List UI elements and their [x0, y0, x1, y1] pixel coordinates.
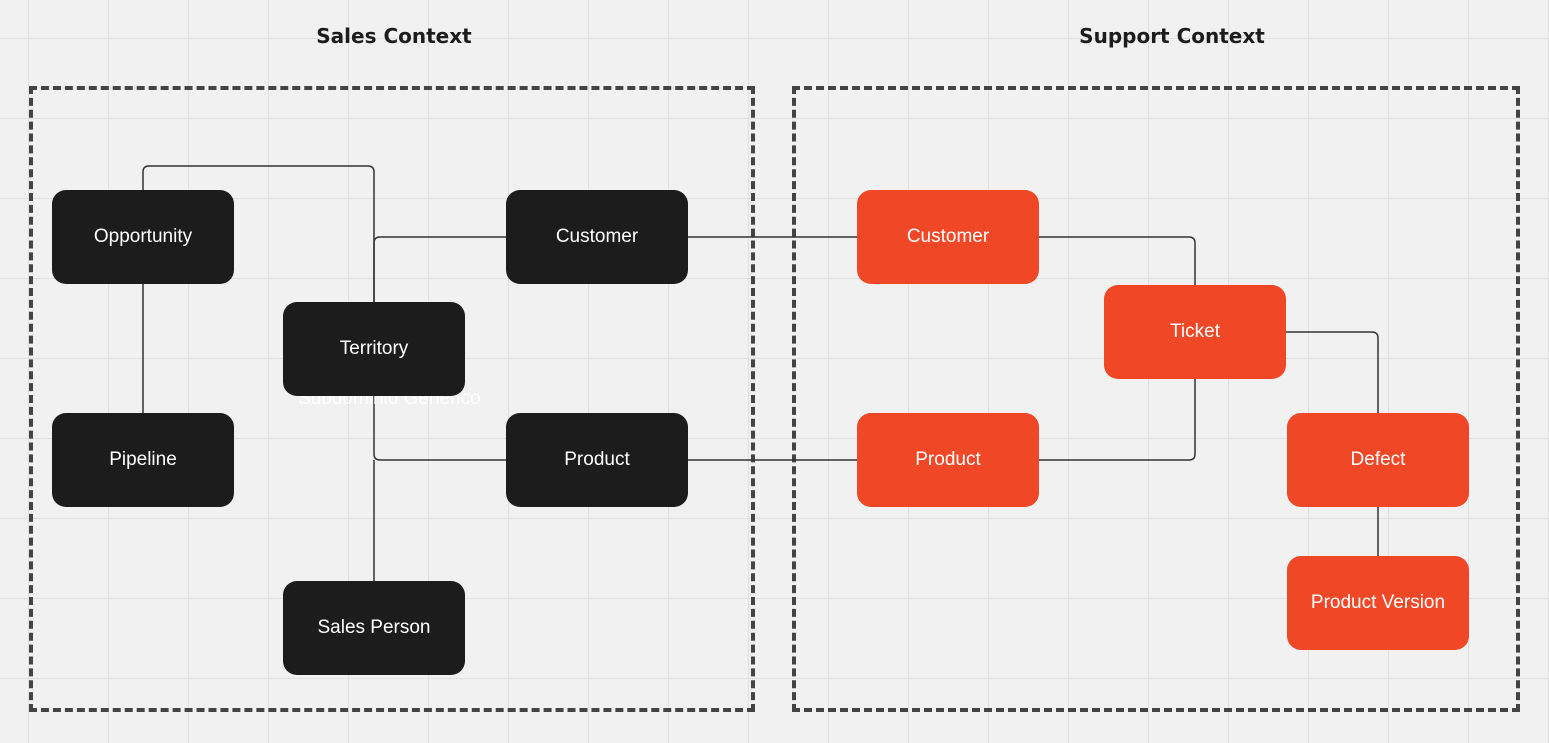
connector-support-product-ticket: [1039, 379, 1196, 461]
node-label: Customer: [906, 226, 990, 247]
node-label: Product: [564, 449, 630, 470]
node-product-version[interactable]: Product Version: [1287, 556, 1469, 650]
node-sales-customer[interactable]: Customer: [506, 190, 688, 284]
node-label: Opportunity: [93, 226, 193, 247]
node-label: Product: [915, 449, 981, 470]
node-label: Territory: [339, 338, 409, 359]
support-context-title: Support Context: [1079, 24, 1265, 48]
node-territory[interactable]: Territory: [283, 302, 465, 396]
node-label: Product Version: [1310, 592, 1446, 613]
node-sales-person[interactable]: Sales Person: [283, 581, 465, 675]
node-label: Sales Person: [317, 617, 431, 638]
connector-territory-sales-customer: [373, 236, 506, 302]
connector-territory-sales-product: [373, 394, 506, 461]
node-support-product[interactable]: Product: [857, 413, 1039, 507]
node-pipeline[interactable]: Pipeline: [52, 413, 234, 507]
support-context-boundary[interactable]: [792, 86, 1520, 712]
node-support-customer[interactable]: Customer: [857, 190, 1039, 284]
node-defect[interactable]: Defect: [1287, 413, 1469, 507]
node-label: Pipeline: [109, 449, 177, 470]
node-label: Ticket: [1170, 321, 1220, 342]
connector-support-customer-ticket: [1039, 236, 1196, 285]
node-label: Defect: [1350, 449, 1406, 470]
node-opportunity[interactable]: Opportunity: [52, 190, 234, 284]
node-sales-product[interactable]: Product: [506, 413, 688, 507]
sales-context-boundary[interactable]: [29, 86, 755, 712]
node-ticket[interactable]: Ticket: [1104, 285, 1286, 379]
connector-opportunity-territory: [142, 165, 375, 302]
sales-context-title: Sales Context: [316, 24, 472, 48]
node-label: Customer: [555, 226, 639, 247]
connector-ticket-defect: [1286, 331, 1379, 413]
